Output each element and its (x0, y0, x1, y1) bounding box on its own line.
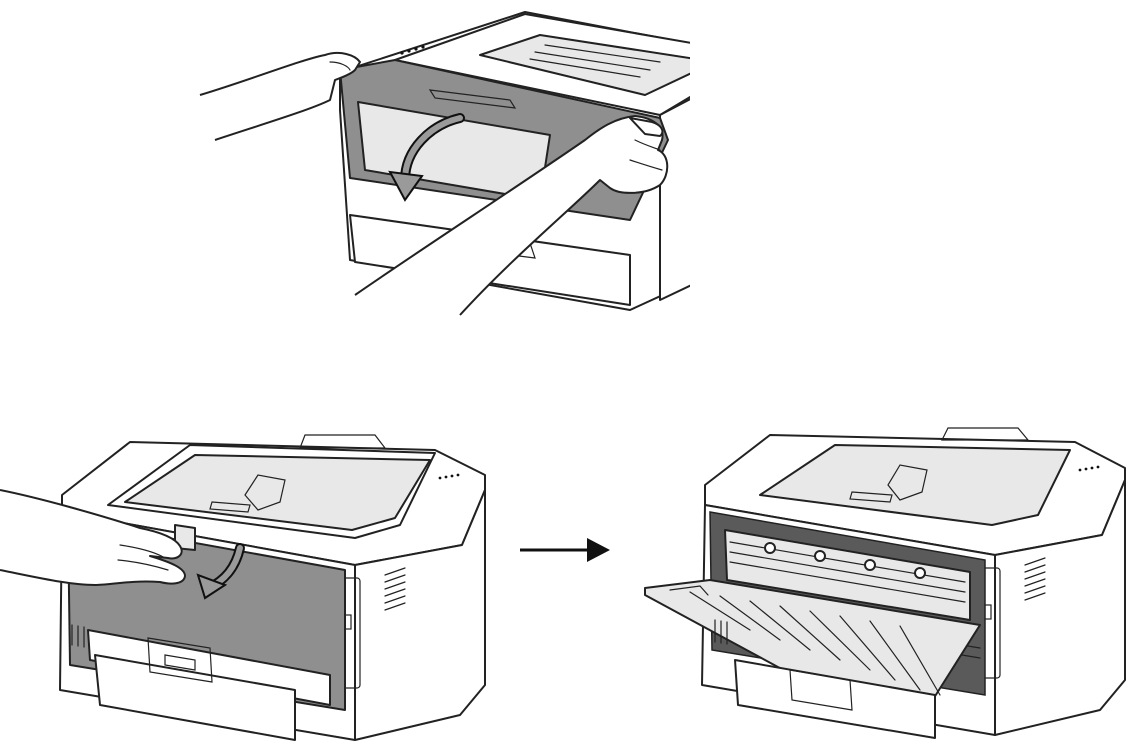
curved-down-arrow-icon (196, 543, 245, 600)
tray-extension (299, 434, 387, 449)
cover-handle (428, 89, 517, 109)
tray-label (849, 491, 893, 503)
paper-stopper (244, 474, 286, 511)
rear-grip (714, 619, 728, 645)
back-cover-open-illustration (630, 420, 1137, 745)
side-vent (1024, 557, 1046, 601)
hand (0, 489, 186, 586)
side-vent (384, 567, 406, 611)
front-cover-illustration (190, 0, 690, 330)
output-tray (479, 34, 690, 96)
curved-down-arrow-icon (388, 113, 465, 202)
right-hand (354, 115, 669, 316)
left-hand (199, 52, 361, 141)
printer-right-side (994, 479, 1126, 736)
cover-hinge (669, 585, 709, 596)
paper-tray-back (94, 654, 296, 741)
fuser-cover (724, 529, 971, 621)
rear-grip (71, 624, 85, 648)
printer-front-view (199, 11, 690, 316)
step-arrow (515, 530, 615, 570)
back-cover-closed-illustration (0, 420, 500, 745)
right-arrow-icon (520, 538, 610, 562)
tray-latch (789, 669, 853, 711)
printer-rear-view-open (644, 427, 1126, 739)
output-tray (759, 444, 1071, 526)
paper-tray-back (734, 659, 936, 739)
printer-right-side (354, 489, 486, 741)
status-leds (1078, 465, 1100, 472)
status-leds (438, 473, 460, 480)
rollers (729, 541, 966, 603)
printer-right-side (659, 98, 690, 301)
printer-rear-view-closed (0, 434, 486, 741)
paper-stopper (887, 464, 928, 501)
control-panel-leds (400, 45, 425, 55)
tray-label (209, 501, 251, 513)
cover-ribs (689, 591, 941, 696)
tray-latch (147, 637, 213, 683)
tray-extension (941, 427, 1030, 441)
